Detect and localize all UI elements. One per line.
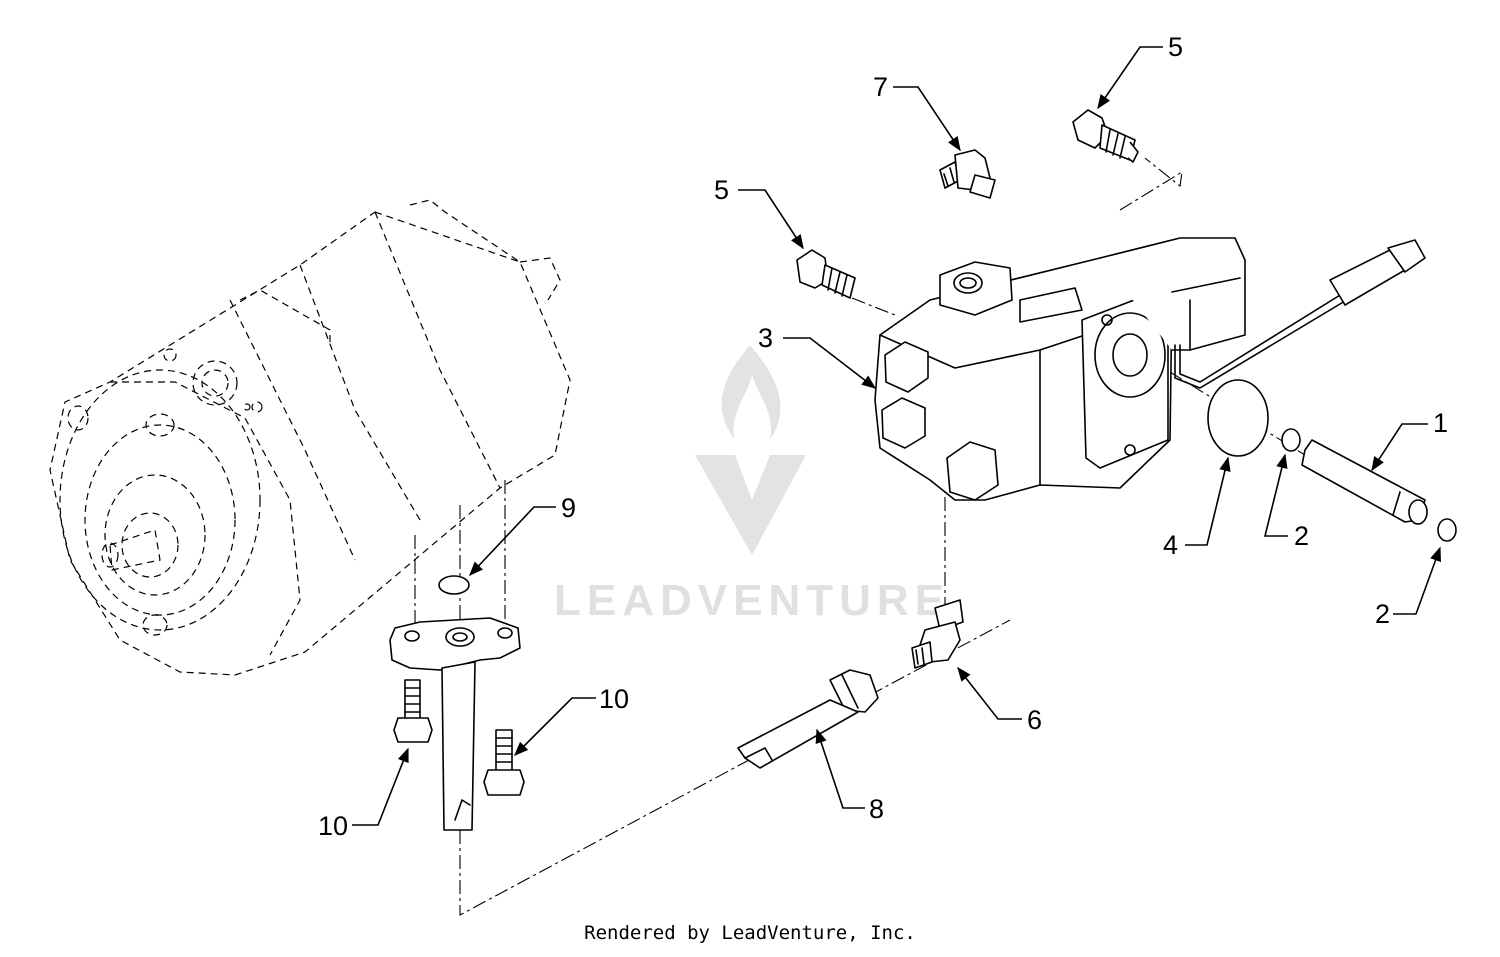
straight-fitting-upper <box>1072 109 1139 163</box>
callout-5: 5 <box>714 175 729 205</box>
valve-spool <box>1301 439 1428 525</box>
valve-cable <box>1174 239 1426 389</box>
callout-10: 10 <box>599 684 629 714</box>
straight-fitting-left <box>796 249 856 299</box>
callout-3: 3 <box>758 323 773 353</box>
leader-lines <box>352 46 1441 826</box>
flange-bolt-right <box>483 729 525 796</box>
control-valve <box>874 237 1246 501</box>
suction-tube <box>737 669 879 769</box>
small-o-ring <box>1437 518 1457 542</box>
callout-6: 6 <box>1027 705 1042 735</box>
callout-8: 8 <box>869 794 884 824</box>
watermark-text: LEADVENTURE <box>554 576 950 625</box>
pump-flange-tube <box>389 617 521 831</box>
callout-2: 2 <box>1294 521 1309 551</box>
callout-4: 4 <box>1163 530 1178 560</box>
callout-5: 5 <box>1168 32 1183 62</box>
callout-10: 10 <box>318 811 348 841</box>
render-credit-footer: Rendered by LeadVenture, Inc. <box>584 922 916 944</box>
flange-o-ring <box>438 575 470 595</box>
flange-bolt-left <box>393 679 433 743</box>
callout-1: 1 <box>1433 408 1448 438</box>
callout-labels: 1 2 2 3 4 5 5 6 7 8 9 10 10 <box>318 32 1448 841</box>
small-o-ring <box>1281 428 1301 452</box>
elbow-fitting-lower <box>911 599 964 669</box>
callout-9: 9 <box>561 493 576 523</box>
callout-7: 7 <box>873 72 888 102</box>
elbow-fitting-upper <box>939 149 996 199</box>
callout-2: 2 <box>1375 599 1390 629</box>
watermark-logo <box>695 345 806 555</box>
hydraulic-pump-ghost <box>49 199 571 676</box>
large-o-ring <box>1207 379 1269 457</box>
